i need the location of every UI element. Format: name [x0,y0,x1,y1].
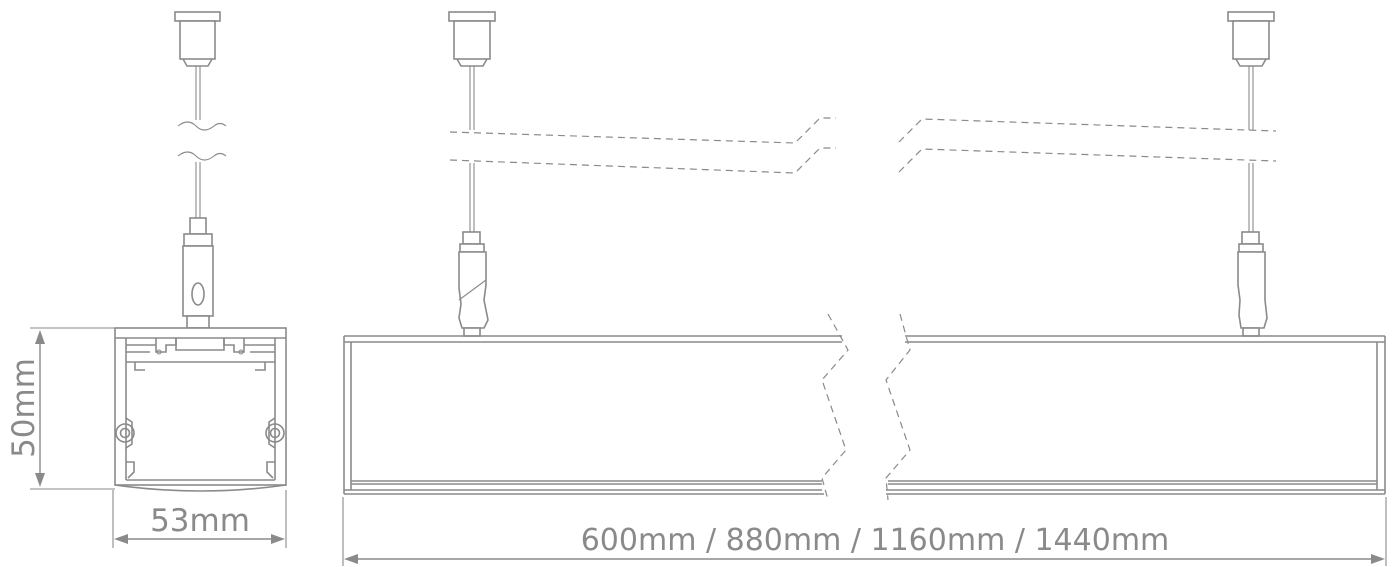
ceiling-canopy-left [174,11,221,67]
width-dimension-label: 53mm [150,503,250,539]
wire-gripper [182,217,214,329]
side-elevation-view: 600mm / 880mm / 1160mm / 1440mm [342,11,1387,566]
length-dimension [342,497,1387,566]
width-dimension [112,490,287,548]
suspension-wire [177,66,227,218]
body-break-lines [821,313,911,501]
height-dimension-label: 50mm [6,358,42,458]
ceiling-canopy-side-right [1227,11,1275,232]
length-dimension-label: 600mm / 880mm / 1160mm / 1440mm [581,523,1170,558]
wire-gripper-right [1237,231,1268,337]
aluminium-profile-section [114,327,287,492]
ceiling-canopy-side-left [448,11,496,232]
height-dimension [30,327,115,490]
ceiling-break-lines [449,117,1277,174]
wire-gripper-left [458,231,489,337]
luminaire-body [343,335,1386,495]
end-section-view: 50mm 53mm [6,11,287,548]
